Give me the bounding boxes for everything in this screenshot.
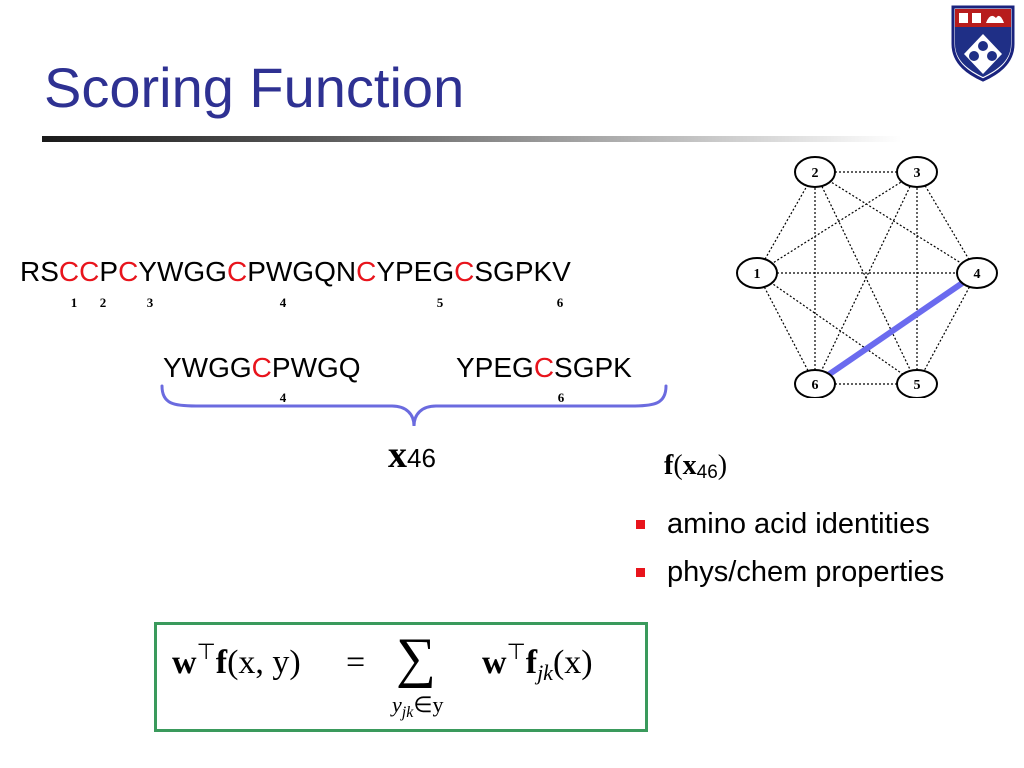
- curly-brace: [160, 384, 668, 427]
- window-cysteine: C: [533, 352, 555, 383]
- transpose-mark: ⊤: [506, 639, 526, 664]
- seq-segment: YPEG: [376, 256, 455, 287]
- cysteine-6: C: [454, 256, 475, 287]
- feature-subscript: 46: [696, 462, 718, 483]
- node-label: 4: [974, 267, 981, 282]
- formula-lhs: w⊤f(x, y): [172, 641, 301, 681]
- cysteine-1: C: [58, 256, 80, 287]
- window-sequence-4: YWGGCPWGQ: [163, 354, 361, 382]
- summation-sign: ∑: [396, 627, 436, 689]
- formula-rhs: w⊤fjk(x): [482, 641, 593, 684]
- cysteine-pair-graph: 1 2 3 4 5 6: [736, 156, 998, 398]
- sum-index-y: y: [392, 692, 402, 717]
- cysteine-index-3: 3: [146, 295, 154, 310]
- formula-equals: =: [346, 644, 366, 681]
- node-label: 2: [812, 166, 819, 181]
- cysteine-5: C: [356, 256, 377, 287]
- seq-segment: YWGG: [138, 256, 227, 287]
- pair-label: x46: [388, 436, 436, 474]
- cysteine-index-4: 4: [279, 295, 287, 310]
- cysteine-index-5: 5: [436, 295, 444, 310]
- rhs-subscript: jk: [537, 660, 553, 685]
- graph-node-1: 1: [736, 257, 778, 289]
- window-prefix: YWGG: [163, 352, 252, 383]
- cysteine-3: C: [118, 256, 139, 287]
- cysteine-2: C: [79, 256, 100, 287]
- feature-func: f: [215, 644, 228, 681]
- list-item: amino acid identities: [636, 500, 944, 548]
- university-shield-logo: [951, 5, 1015, 82]
- node-label: 1: [754, 267, 761, 282]
- feature-label: f(x46): [664, 450, 728, 483]
- weight-vector: w: [172, 644, 197, 681]
- feature-symbol: x: [682, 450, 697, 481]
- window-index-6: 6: [557, 390, 565, 405]
- graph-node-2: 2: [794, 156, 836, 188]
- cysteine-4: C: [226, 256, 248, 287]
- seq-segment: P: [99, 256, 119, 287]
- graph-node-4: 4: [956, 257, 998, 289]
- sum-index-sub: jk: [401, 704, 414, 721]
- window-cysteine: C: [251, 352, 272, 383]
- cysteine-index-2: 2: [99, 295, 107, 310]
- graph-node-5: 5: [896, 369, 938, 398]
- bullet-text: amino acid identities: [667, 507, 930, 540]
- node-label: 3: [914, 166, 921, 181]
- pair-subscript: 46: [407, 443, 436, 473]
- window-index-4: 4: [279, 390, 287, 405]
- summation-index: yjk∈y: [392, 692, 444, 721]
- window-prefix: YPEG: [456, 352, 534, 383]
- rhs-args: (x): [552, 644, 593, 681]
- bullet-square-icon: [636, 519, 645, 529]
- seq-segment: SGPKV: [474, 256, 571, 287]
- protein-sequence: RSCCPCYWGGCPWGQNCYPEGCSGPKV: [20, 258, 571, 286]
- feature-func: f: [664, 450, 674, 481]
- close-paren: ): [717, 450, 728, 481]
- pair-symbol: x: [388, 434, 407, 476]
- seq-segment: PWGQN: [247, 256, 357, 287]
- bullet-square-icon: [636, 567, 645, 577]
- transpose-mark: ⊤: [196, 639, 216, 664]
- sum-index-set: ∈y: [413, 692, 444, 717]
- list-item: phys/chem properties: [636, 548, 944, 596]
- feature-bullet-list: amino acid identities phys/chem properti…: [636, 500, 944, 596]
- node-label: 6: [812, 378, 819, 393]
- slide-title: Scoring Function: [44, 56, 465, 119]
- cysteine-index-6: 6: [556, 295, 564, 310]
- lhs-args: (x, y): [227, 644, 301, 681]
- window-sequence-6: YPEGCSGPK: [456, 354, 632, 382]
- node-label: 5: [914, 378, 921, 393]
- graph-node-3: 3: [896, 156, 938, 188]
- window-suffix: PWGQ: [271, 352, 361, 383]
- scoring-formula-box: [154, 622, 648, 732]
- weight-vector: w: [482, 644, 507, 681]
- seq-segment: RS: [20, 256, 59, 287]
- feature-func: f: [525, 644, 538, 681]
- cysteine-index-1: 1: [70, 295, 78, 310]
- title-underline: [42, 136, 902, 142]
- graph-node-6: 6: [794, 369, 836, 398]
- open-paren: (: [673, 450, 683, 481]
- candidate-edges: [756, 171, 978, 385]
- bullet-text: phys/chem properties: [667, 555, 945, 588]
- window-suffix: SGPK: [554, 352, 632, 383]
- selected-bond-edge: [812, 270, 980, 387]
